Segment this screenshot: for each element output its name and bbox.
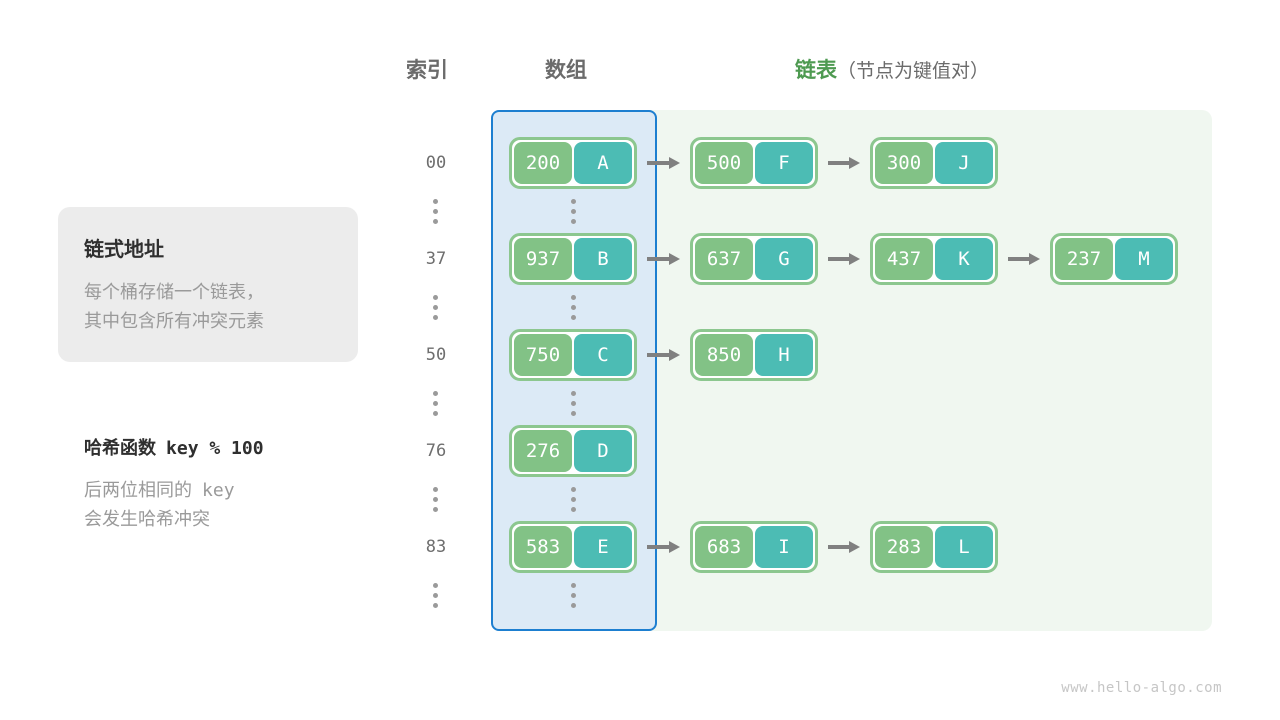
node-value: K	[935, 238, 993, 280]
info-card-line-1: 每个桶存储一个链表，	[84, 282, 264, 302]
index-label: 37	[425, 249, 447, 269]
column-header-array: 数组	[545, 59, 587, 82]
node-key: 283	[875, 526, 933, 568]
column-header-linked-list-accent: 链表	[795, 59, 837, 82]
column-header-linked-list: 链表（节点为键值对）	[795, 54, 989, 84]
index-ellipsis	[433, 391, 439, 416]
array-ellipsis	[571, 391, 577, 416]
hash-function-note-1-key: key	[202, 480, 235, 501]
info-card-line-2: 其中包含所有冲突元素	[84, 311, 264, 332]
node-key: 683	[695, 526, 753, 568]
node-key: 200	[514, 142, 572, 184]
info-card-chaining: 链式地址 每个桶存储一个链表， 其中包含所有冲突元素	[58, 207, 358, 362]
hash-function-label: 哈希函数	[84, 438, 156, 458]
index-ellipsis	[433, 295, 439, 320]
node-value: B	[574, 238, 632, 280]
node-key: 850	[695, 334, 753, 376]
hash-function-note-1-text: 后两位相同的	[84, 480, 192, 500]
hash-function-note-1: 后两位相同的 key	[84, 476, 414, 505]
node-key: 583	[514, 526, 572, 568]
index-label: 50	[425, 345, 447, 365]
index-ellipsis	[433, 199, 439, 224]
node-key: 437	[875, 238, 933, 280]
node-value: E	[574, 526, 632, 568]
node-key: 300	[875, 142, 933, 184]
node-value: M	[1115, 238, 1173, 280]
index-ellipsis	[433, 583, 439, 608]
array-ellipsis	[571, 487, 577, 512]
node-value: I	[755, 526, 813, 568]
index-label: 76	[425, 441, 447, 461]
node-value: J	[935, 142, 993, 184]
node-key: 276	[514, 430, 572, 472]
node-value: L	[935, 526, 993, 568]
array-ellipsis	[571, 583, 577, 608]
node-value: H	[755, 334, 813, 376]
node-value: G	[755, 238, 813, 280]
node-key: 937	[514, 238, 572, 280]
hash-function-note-2: 会发生哈希冲突	[84, 509, 210, 530]
node-value: F	[755, 142, 813, 184]
column-header-linked-list-note: （节点为键值对）	[837, 61, 990, 82]
array-ellipsis	[571, 295, 577, 320]
index-label: 00	[425, 153, 447, 173]
node-value: A	[574, 142, 632, 184]
node-key: 637	[695, 238, 753, 280]
node-key: 500	[695, 142, 753, 184]
node-value: D	[574, 430, 632, 472]
index-ellipsis	[433, 487, 439, 512]
node-value: C	[574, 334, 632, 376]
hash-function-block: 哈希函数 key % 100 后两位相同的 key 会发生哈希冲突	[84, 434, 414, 534]
index-label: 83	[425, 537, 447, 557]
watermark: www.hello-algo.com	[1061, 680, 1222, 696]
info-card-title: 链式地址	[84, 239, 164, 261]
column-header-index: 索引	[406, 59, 448, 82]
hash-function-expression: key % 100	[166, 438, 264, 459]
hash-function-title: 哈希函数 key % 100	[84, 434, 414, 460]
array-ellipsis	[571, 199, 577, 224]
node-key: 750	[514, 334, 572, 376]
node-key: 237	[1055, 238, 1113, 280]
